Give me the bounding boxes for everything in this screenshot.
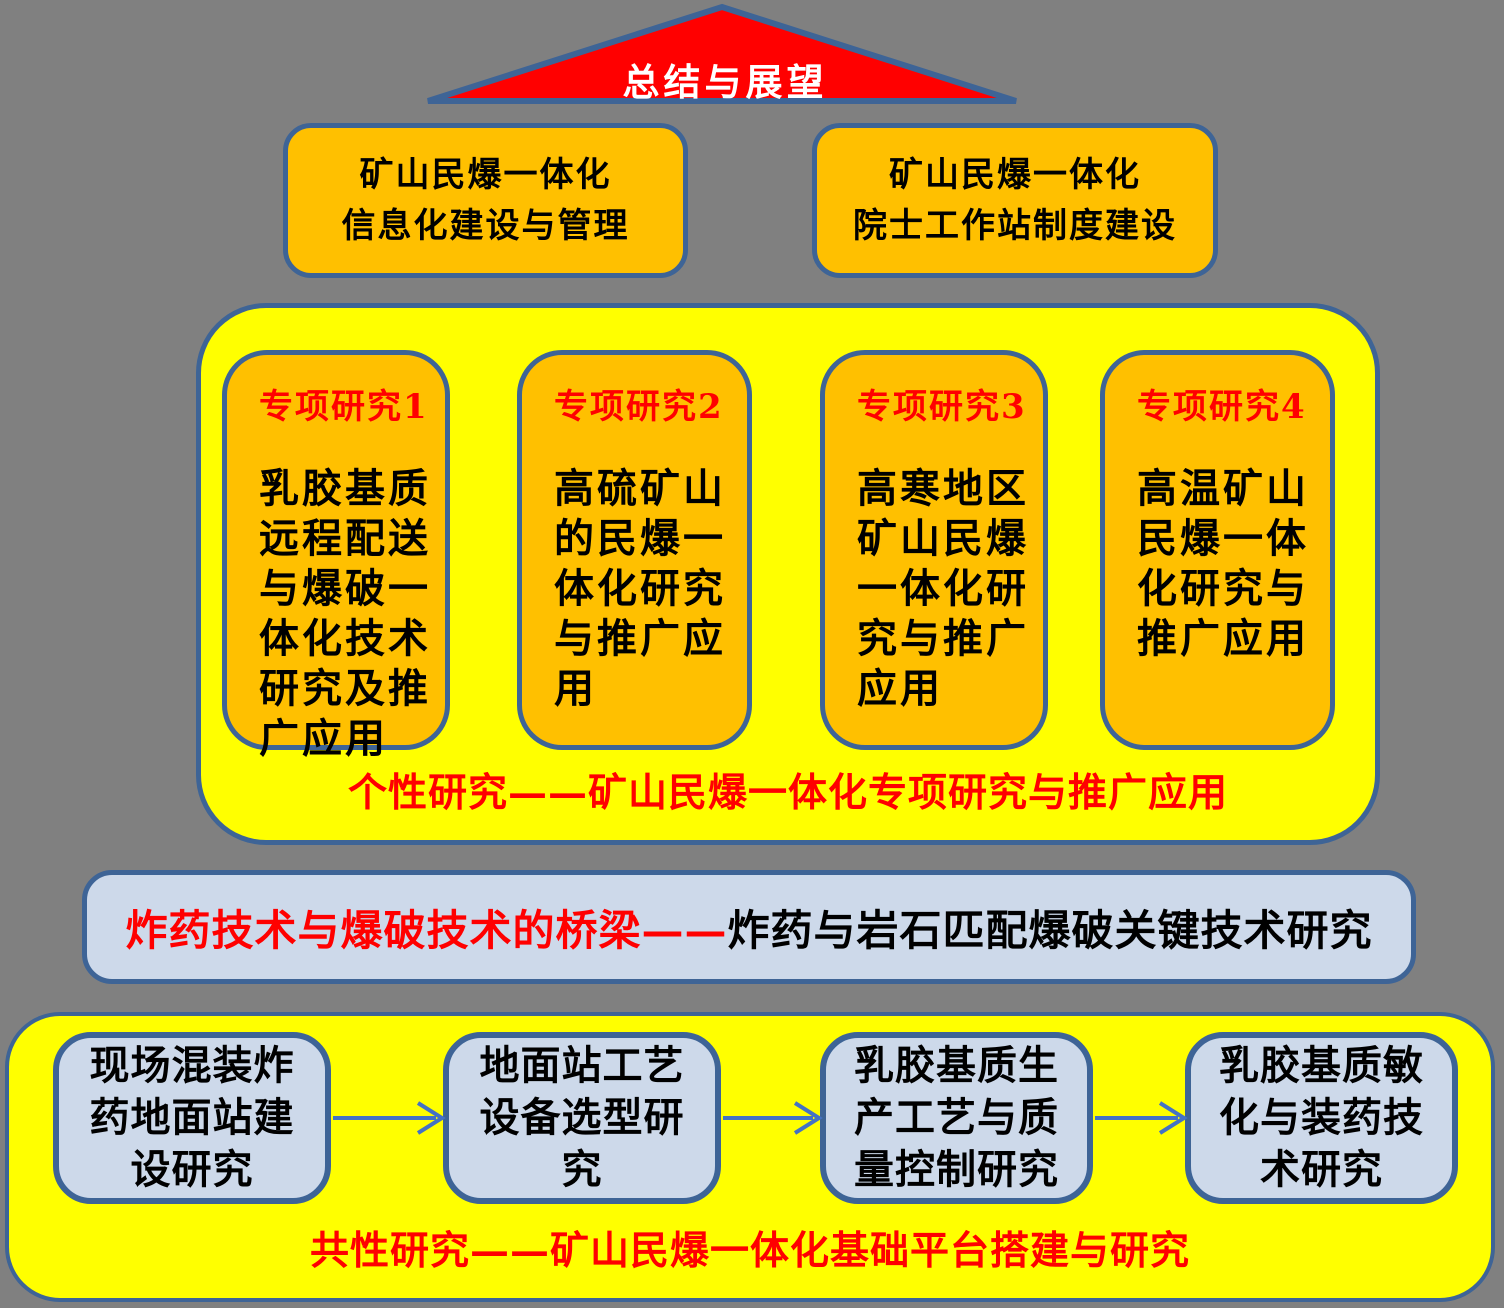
special-box-3-title: 专项研究3 — [857, 387, 1027, 427]
bridge-text-black: 炸药与岩石匹配爆破关键技术研究 — [727, 905, 1373, 955]
top-box-academician-station-text: 矿山民爆一体化 院士工作站制度建设 — [853, 154, 1177, 246]
special-box-1: 专项研究1 乳胶基质 远程配送 与爆破一 体化技术 研究及推 广应用 — [222, 350, 450, 762]
special-box-4-body: 高温矿山 民爆一体 化研究与 推广应用 — [1137, 465, 1309, 662]
common-box-3: 乳胶基质生 产工艺与质 量控制研究 — [820, 1032, 1093, 1204]
common-box-1: 现场混装炸 药地面站建 设研究 — [53, 1032, 331, 1204]
special-box-3: 专项研究3 高寒地区 矿山民爆 一体化研 究与推广 应用 — [820, 350, 1048, 750]
common-box-4-text: 乳胶基质敏 化与装药技 术研究 — [1219, 1042, 1424, 1193]
common-panel-caption: 共性研究——矿山民爆一体化基础平台搭建与研究 — [309, 1228, 1190, 1274]
summary-triangle-shape — [427, 3, 1017, 104]
special-box-2-title: 专项研究2 — [554, 387, 724, 427]
bridge-box: 炸药技术与爆破技术的桥梁——炸药与岩石匹配爆破关键技术研究 — [82, 870, 1416, 984]
top-box-informatization-text: 矿山民爆一体化 信息化建设与管理 — [341, 154, 630, 246]
special-panel-caption: 个性研究——矿山民爆一体化专项研究与推广应用 — [347, 770, 1228, 816]
common-box-3-text: 乳胶基质生 产工艺与质 量控制研究 — [854, 1042, 1059, 1193]
special-box-1-title: 专项研究1 — [259, 387, 429, 427]
common-box-2-text: 地面站工艺 设备选型研 究 — [479, 1042, 685, 1193]
special-box-3-body: 高寒地区 矿山民爆 一体化研 究与推广 应用 — [857, 465, 1029, 712]
special-box-1-body: 乳胶基质 远程配送 与爆破一 体化技术 研究及推 广应用 — [259, 465, 431, 762]
common-box-2: 地面站工艺 设备选型研 究 — [443, 1032, 721, 1204]
common-box-4: 乳胶基质敏 化与装药技 术研究 — [1185, 1032, 1458, 1204]
common-box-1-text: 现场混装炸 药地面站建 设研究 — [89, 1042, 295, 1193]
special-box-2: 专项研究2 高硫矿山 的民爆一 体化研究 与推广应 用 — [517, 350, 752, 750]
top-box-informatization: 矿山民爆一体化 信息化建设与管理 — [283, 123, 688, 278]
summary-label: 总结与展望 — [622, 60, 828, 104]
top-box-academician-station: 矿山民爆一体化 院士工作站制度建设 — [812, 123, 1218, 278]
special-box-2-body: 高硫矿山 的民爆一 体化研究 与推广应 用 — [554, 465, 726, 712]
bridge-text-red: 炸药技术与爆破技术的桥梁—— — [125, 905, 728, 955]
special-box-4: 专项研究4 高温矿山 民爆一体 化研究与 推广应用 — [1100, 350, 1335, 750]
special-box-4-title: 专项研究4 — [1137, 387, 1307, 427]
